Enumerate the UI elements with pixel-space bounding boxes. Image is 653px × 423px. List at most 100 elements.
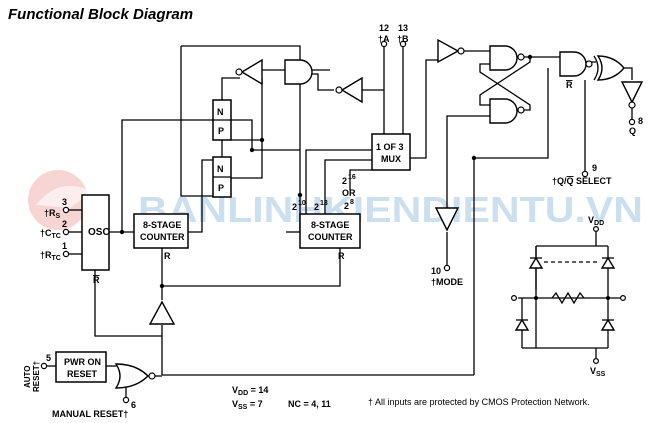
latch-nand-bottom <box>489 98 518 124</box>
exp-28-sup: 8 <box>350 199 354 206</box>
protection-output-pin <box>619 295 626 302</box>
diode-lower-right <box>600 318 616 331</box>
reset-label: RESET <box>67 369 98 379</box>
osc-box <box>81 194 110 271</box>
pin-a-number: 12 <box>379 23 389 33</box>
pin-a-label: †A <box>378 34 390 44</box>
mux-block: 1 OF 3 MUX <box>371 133 411 171</box>
protection-network: VDD VSS <box>511 215 626 378</box>
watermark-logo-swoosh <box>36 185 92 208</box>
or-label: OR <box>342 188 356 198</box>
counter2-label-line2: COUNTER <box>308 232 353 242</box>
pin-mode <box>443 264 451 272</box>
xor-gate <box>596 55 625 81</box>
exp-213-base: 2 <box>314 202 319 212</box>
exp-216-sup: 16 <box>348 174 356 181</box>
exp-213-sup: 13 <box>320 200 328 207</box>
np-switch-lower: N P <box>212 156 232 198</box>
mux-label-line1: 1 OF 3 <box>376 142 404 152</box>
nand-top <box>284 59 313 85</box>
pin-b <box>399 40 407 48</box>
counter2-box <box>299 213 361 249</box>
pin-q <box>628 118 636 126</box>
protection-footnote: † All inputs are protected by CMOS Prote… <box>368 397 590 407</box>
pin-q-number: 8 <box>638 116 643 126</box>
pin-ctc-number: 2 <box>62 219 67 229</box>
pin-manual-reset-number: 6 <box>131 400 136 410</box>
exp-210-sup: 10 <box>298 200 306 207</box>
pin-mode-label: †MODE <box>431 277 463 287</box>
pins: 3 †RS 2 †CTC 1 †RTC 12 †A 13 †B 10 †MODE… <box>23 23 643 419</box>
nc-pins-note: NC = 4, 11 <box>288 399 331 409</box>
pin-ctc <box>62 228 70 236</box>
pin-qsel-number: 9 <box>592 163 597 173</box>
pin-qsel-label: †Q/Q SELECT <box>552 176 612 186</box>
np-upper-p: P <box>218 126 224 136</box>
reset-or-gate <box>114 363 149 389</box>
pin-a <box>380 40 388 48</box>
diode-lower-left <box>514 318 530 331</box>
vdd-pin-note: VDD = 14 <box>232 385 268 397</box>
latch-reset-label: R <box>566 80 573 90</box>
counter2-reset-label: R <box>338 251 345 261</box>
vdd-node-label: VDD <box>588 215 604 227</box>
np-switch-upper: N P <box>212 99 232 141</box>
diode-upper-left <box>528 256 544 269</box>
pin-auto-reset-number: 5 <box>46 353 51 363</box>
pin-b-number: 13 <box>398 23 408 33</box>
pin-rtc <box>62 250 70 258</box>
np-upper-n: N <box>217 107 224 117</box>
counter1-block: 8-STAGE COUNTER R <box>133 213 189 261</box>
latch-nand-top <box>489 45 518 71</box>
pwr-on-reset-box <box>55 351 107 383</box>
manual-reset-label: MANUAL RESET† <box>52 409 128 419</box>
exp-216-base: 2 <box>342 176 347 186</box>
vdd-node-pin <box>592 226 599 233</box>
protection-resistor <box>551 291 585 305</box>
mux-label-line2: MUX <box>381 154 401 164</box>
np-lower-n: N <box>217 164 224 174</box>
vss-node-label: VSS <box>590 366 606 378</box>
gates: R <box>114 38 644 389</box>
pin-ctc-label: †CTC <box>40 228 61 240</box>
pwr-on-label: PWR ON <box>64 357 101 367</box>
pin-mode-number: 10 <box>431 266 441 276</box>
power-on-reset-block: PWR ON RESET <box>55 351 107 383</box>
exponent-labels: 2 10 2 13 2 16 OR 2 8 <box>292 174 356 212</box>
pin-b-label: †B <box>397 34 409 44</box>
output-inverter <box>620 81 644 104</box>
inverter-middle <box>340 76 363 104</box>
counter2-label-line1: 8-STAGE <box>311 220 349 230</box>
auto-reset-label-line1: AUTO <box>23 365 32 388</box>
pin-q-label: Q <box>629 126 636 136</box>
pin-rs <box>62 206 70 214</box>
pin-rs-label: †RS <box>44 208 61 220</box>
pin-qsel <box>581 170 589 178</box>
counter1-label-line2: COUNTER <box>140 232 185 242</box>
inverter-top-left <box>240 58 263 86</box>
junction-dots <box>119 54 533 289</box>
counter1-reset-label: R <box>164 251 171 261</box>
auto-reset-label-line2: RESET† <box>32 361 41 392</box>
output-nand <box>559 51 587 77</box>
buffer-latch-input <box>437 38 460 64</box>
pin-manual-reset <box>122 396 130 404</box>
osc-block: OSC R <box>81 194 110 285</box>
diagram-title: Functional Block Diagram <box>8 6 193 23</box>
reset-buffer <box>148 300 176 325</box>
osc-reset-label: R <box>93 275 100 285</box>
pin-auto-reset <box>40 362 48 370</box>
supply-notes: VDD = 14 VSS = 7 NC = 4, 11 † All inputs… <box>232 385 590 411</box>
protection-input-pin <box>511 295 518 302</box>
pin-rs-number: 3 <box>62 197 67 207</box>
exp-28-base: 2 <box>344 201 349 211</box>
counter1-box <box>133 213 189 249</box>
pin-rtc-label: †RTC <box>40 250 61 262</box>
diode-upper-right <box>600 256 616 269</box>
watermark: BANLINHKIENDIENTU.VN <box>28 170 643 230</box>
counter1-label-line1: 8-STAGE <box>143 220 181 230</box>
mux-box <box>371 133 411 171</box>
counter2-block: 8-STAGE COUNTER R <box>299 213 361 261</box>
osc-label: OSC <box>88 227 110 238</box>
